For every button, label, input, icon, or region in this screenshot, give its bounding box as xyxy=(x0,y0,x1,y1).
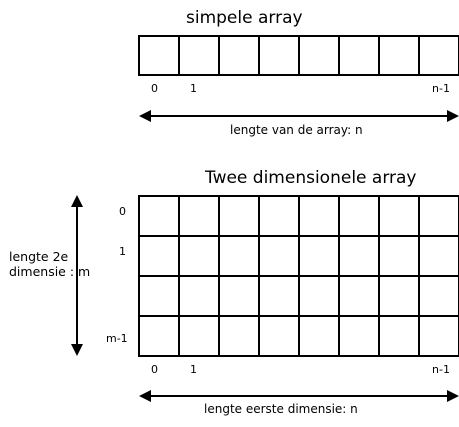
row-index-0: 0 xyxy=(119,205,126,218)
two-dim-array-cell-1-0 xyxy=(138,235,180,277)
simple-array-cell-0-6 xyxy=(378,35,420,76)
simple-array-cell-0-1 xyxy=(178,35,220,76)
simple-index-1: 1 xyxy=(190,82,197,95)
two-dim-array-cell-2-1 xyxy=(178,275,220,317)
two-dim-array-cell-1-5 xyxy=(338,235,380,277)
col-index-0: 0 xyxy=(151,363,158,376)
simple-index-0: 0 xyxy=(151,82,158,95)
simple-array-cell-0-7 xyxy=(418,35,459,76)
two-dim-array-cell-2-5 xyxy=(338,275,380,317)
simple-array-cell-0-0 xyxy=(138,35,180,76)
row-index-last: m-1 xyxy=(106,332,128,345)
simple-length-arrow xyxy=(139,110,459,122)
two-dim-array-cell-3-6 xyxy=(378,315,420,357)
first-dimension-arrow xyxy=(139,390,459,402)
first-dimension-label: lengte eerste dimensie: n xyxy=(204,402,358,416)
simple-array-cell-0-2 xyxy=(218,35,260,76)
two-dim-array-cell-3-7 xyxy=(418,315,459,357)
second-dimension-label: lengte 2e dimensie : m xyxy=(9,249,91,279)
two-dim-array-cell-1-4 xyxy=(298,235,340,277)
two-dim-array-title: Twee dimensionele array xyxy=(205,168,417,188)
two-dim-array-cell-3-2 xyxy=(218,315,260,357)
simple-length-label: lengte van de array: n xyxy=(230,123,363,137)
second-dimension-arrow xyxy=(71,195,83,356)
two-dim-array-cell-0-3 xyxy=(258,195,300,237)
two-dim-array-grid xyxy=(138,195,459,357)
two-dim-array-cell-3-3 xyxy=(258,315,300,357)
two-dim-array-cell-1-1 xyxy=(178,235,220,277)
two-dim-array-cell-0-7 xyxy=(418,195,459,237)
two-dim-array-cell-2-7 xyxy=(418,275,459,317)
two-dim-array-cell-3-1 xyxy=(178,315,220,357)
two-dim-array-cell-0-0 xyxy=(138,195,180,237)
two-dim-array-cell-3-4 xyxy=(298,315,340,357)
two-dim-array-cell-0-4 xyxy=(298,195,340,237)
two-dim-array-cell-0-6 xyxy=(378,195,420,237)
two-dim-array-cell-2-2 xyxy=(218,275,260,317)
simple-array-grid xyxy=(138,35,459,76)
col-index-1: 1 xyxy=(190,363,197,376)
two-dim-array-cell-0-2 xyxy=(218,195,260,237)
row-index-1: 1 xyxy=(119,245,126,258)
two-dim-array-cell-3-0 xyxy=(138,315,180,357)
two-dim-array-cell-2-0 xyxy=(138,275,180,317)
two-dim-array-cell-2-4 xyxy=(298,275,340,317)
two-dim-array-cell-0-5 xyxy=(338,195,380,237)
simple-array-title: simpele array xyxy=(186,8,303,28)
simple-array-cell-0-4 xyxy=(298,35,340,76)
two-dim-array-cell-1-7 xyxy=(418,235,459,277)
simple-array-cell-0-3 xyxy=(258,35,300,76)
two-dim-array-cell-1-6 xyxy=(378,235,420,277)
two-dim-array-cell-1-3 xyxy=(258,235,300,277)
two-dim-array-cell-3-5 xyxy=(338,315,380,357)
simple-index-last: n-1 xyxy=(432,82,450,95)
two-dim-array-cell-2-3 xyxy=(258,275,300,317)
col-index-last: n-1 xyxy=(432,363,450,376)
two-dim-array-cell-1-2 xyxy=(218,235,260,277)
two-dim-array-cell-0-1 xyxy=(178,195,220,237)
two-dim-array-cell-2-6 xyxy=(378,275,420,317)
simple-array-cell-0-5 xyxy=(338,35,380,76)
